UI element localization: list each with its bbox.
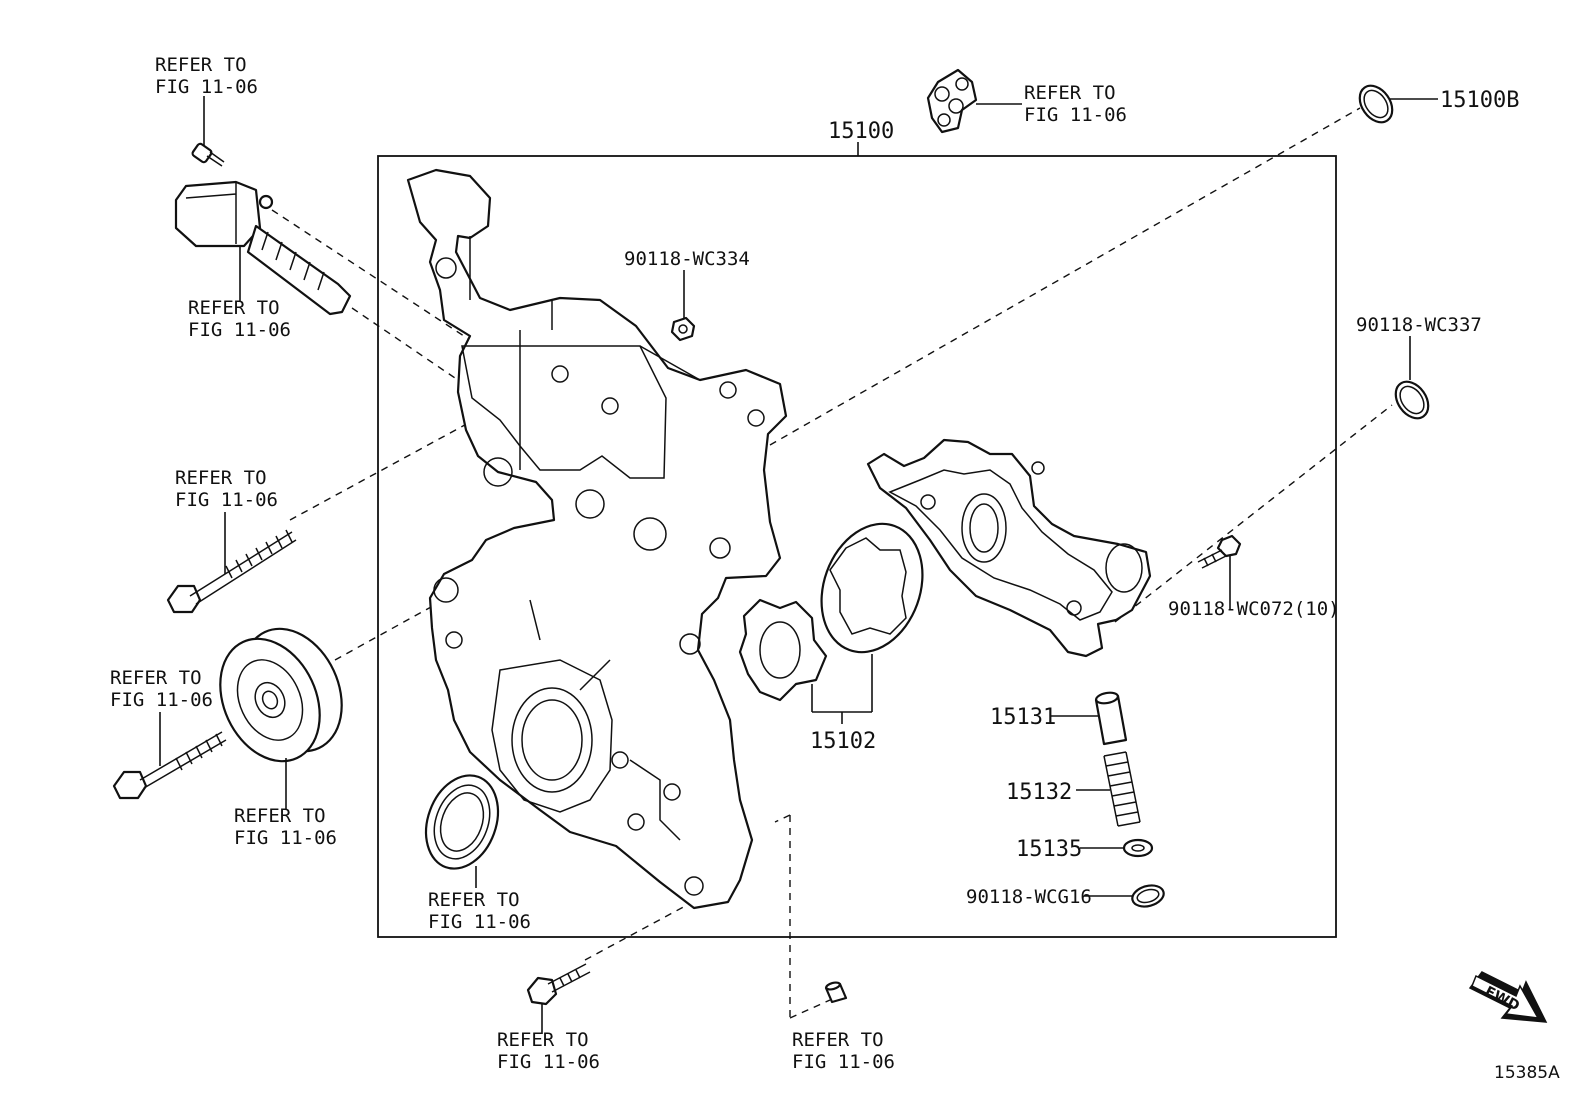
refer-note-1: REFER TO FIG 11-06 bbox=[155, 54, 258, 98]
svg-text:FIG 11-06: FIG 11-06 bbox=[792, 1051, 895, 1073]
idler-pulley-icon bbox=[219, 627, 343, 763]
nut-icon bbox=[670, 316, 696, 342]
svg-text:FIG 11-06: FIG 11-06 bbox=[155, 76, 258, 98]
pump-rotor-outer-icon bbox=[820, 522, 924, 654]
label-90118-wc337: 90118-WC337 bbox=[1356, 314, 1482, 336]
long-bolt-icon bbox=[166, 529, 297, 614]
refer-note-3: REFER TO FIG 11-06 bbox=[188, 297, 291, 341]
cover-bolt-icon bbox=[1197, 534, 1242, 569]
assembly-frame bbox=[377, 155, 1337, 938]
o-ring-icon bbox=[1358, 84, 1394, 124]
refer-note-6: REFER TO FIG 11-06 bbox=[234, 805, 337, 849]
label-90118-wcg16: 90118-WCG16 bbox=[966, 886, 1092, 908]
label-15135: 15135 bbox=[1016, 837, 1082, 862]
bolt-lower-left-icon bbox=[112, 731, 227, 800]
label-90118-wc334: 90118-WC334 bbox=[624, 248, 750, 270]
svg-text:FIG 11-06: FIG 11-06 bbox=[428, 911, 531, 933]
refer-note-8: REFER TO FIG 11-06 bbox=[497, 1029, 600, 1073]
refer-note-9: REFER TO FIG 11-06 bbox=[792, 1029, 895, 1073]
label-90118-wc072: 90118-WC072(10) bbox=[1168, 598, 1340, 620]
svg-text:FIG 11-06: FIG 11-06 bbox=[497, 1051, 600, 1073]
svg-text:REFER TO: REFER TO bbox=[175, 467, 267, 489]
svg-text:FIG 11-06: FIG 11-06 bbox=[188, 319, 291, 341]
refer-note-4: REFER TO FIG 11-06 bbox=[175, 467, 278, 511]
relief-valve-icon bbox=[1094, 691, 1128, 746]
svg-text:REFER TO: REFER TO bbox=[428, 889, 520, 911]
svg-text:REFER TO: REFER TO bbox=[792, 1029, 884, 1051]
label-15132: 15132 bbox=[1006, 780, 1072, 805]
svg-text:FIG 11-06: FIG 11-06 bbox=[175, 489, 278, 511]
fwd-arrow-icon: FWD bbox=[1468, 971, 1548, 1023]
spring-icon bbox=[1103, 751, 1141, 827]
svg-text:REFER TO: REFER TO bbox=[234, 805, 326, 827]
pump-rotor-inner-icon bbox=[738, 598, 828, 702]
oil-seal-icon bbox=[424, 774, 500, 870]
svg-text:FIG 11-06: FIG 11-06 bbox=[110, 689, 213, 711]
svg-text:FIG 11-06: FIG 11-06 bbox=[234, 827, 337, 849]
oil-pump-cover-icon bbox=[866, 438, 1152, 658]
oil-control-valve-icon bbox=[174, 180, 352, 316]
label-15100b: 15100B bbox=[1440, 88, 1519, 113]
svg-text:REFER TO: REFER TO bbox=[188, 297, 280, 319]
washer-icon bbox=[1122, 838, 1154, 858]
svg-text:REFER TO: REFER TO bbox=[155, 54, 247, 76]
svg-text:FIG 11-06: FIG 11-06 bbox=[1024, 104, 1127, 126]
svg-text:REFER TO: REFER TO bbox=[497, 1029, 589, 1051]
label-15131: 15131 bbox=[990, 705, 1056, 730]
svg-text:REFER TO: REFER TO bbox=[110, 667, 202, 689]
timing-chain-cover-icon bbox=[406, 168, 788, 910]
o-ring-small-icon bbox=[1394, 380, 1430, 420]
label-15102: 15102 bbox=[810, 729, 876, 754]
refer-note-2: REFER TO FIG 11-06 bbox=[1024, 82, 1127, 126]
dowel-pin-icon bbox=[824, 981, 848, 1004]
o-ring-plug-icon bbox=[1131, 884, 1165, 908]
refer-note-5: REFER TO FIG 11-06 bbox=[110, 667, 213, 711]
refer-note-7: REFER TO FIG 11-06 bbox=[428, 889, 531, 933]
figure-id: 15385A bbox=[1494, 1063, 1560, 1083]
svg-text:REFER TO: REFER TO bbox=[1024, 82, 1116, 104]
label-15100: 15100 bbox=[828, 119, 894, 144]
bottom-bolt-icon bbox=[526, 963, 591, 1006]
bolt-icon bbox=[191, 142, 225, 167]
gasket-icon bbox=[926, 68, 978, 134]
